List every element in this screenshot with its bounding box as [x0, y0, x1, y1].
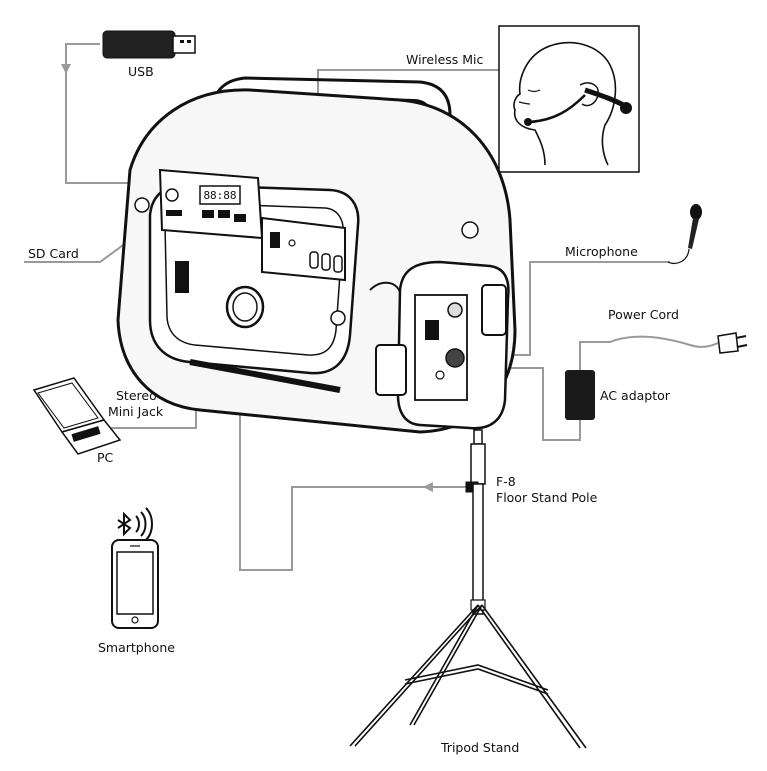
svg-text:88:88: 88:88: [203, 189, 236, 202]
speaker-illustration: 88:88: [116, 76, 517, 434]
tripod-stand-illustration: [349, 429, 587, 749]
ac-adaptor-icon: [565, 370, 595, 420]
smartphone-icon: [111, 539, 159, 629]
floor-stand-pole-label: Floor Stand Pole: [496, 490, 598, 505]
microphone-icon: [667, 204, 702, 265]
laptop-icon: [32, 377, 122, 455]
pc-label: PC: [97, 450, 114, 465]
power-plug-icon: [717, 332, 748, 354]
mini-jack-label: Mini Jack: [108, 404, 164, 419]
usb-connection-line: [65, 43, 145, 184]
usb-label: USB: [128, 64, 154, 79]
floor-stand-line: [235, 380, 470, 571]
stereo-label: Stereo: [116, 388, 157, 403]
ac-adaptor-label: AC adaptor: [600, 388, 670, 403]
tripod-stand-label: Tripod Stand: [441, 740, 520, 755]
wireless-mic-label: Wireless Mic: [406, 52, 484, 67]
ac-adaptor-line: [468, 363, 581, 441]
power-cord-label: Power Cord: [608, 307, 679, 322]
f8-label: F-8: [496, 474, 516, 489]
power-cord-line: [579, 335, 721, 370]
smartphone-label: Smartphone: [98, 640, 175, 655]
sd-card-label: SD Card: [28, 246, 79, 261]
usb-drive-icon: [102, 30, 196, 59]
microphone-label: Microphone: [565, 244, 638, 259]
bluetooth-icon: [117, 507, 153, 541]
wireless-mic-headset-icon: [498, 25, 640, 173]
